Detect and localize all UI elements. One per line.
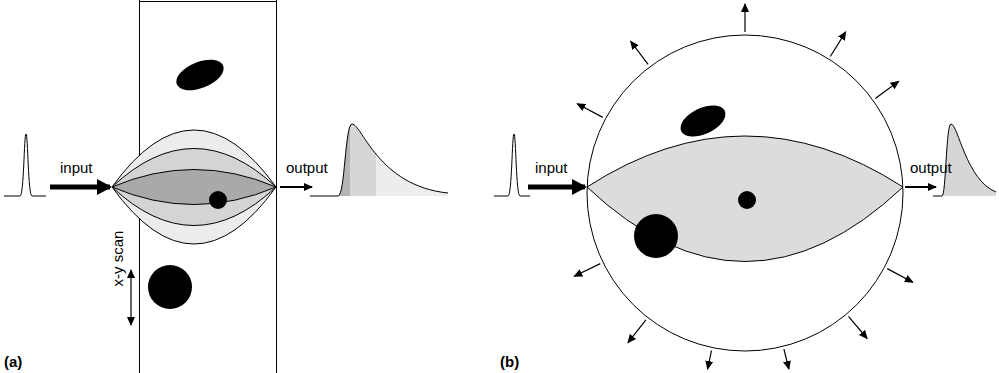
scatter-arrow bbox=[744, 4, 745, 32]
scatter-arrow bbox=[577, 104, 603, 118]
photon-volume bbox=[587, 136, 903, 262]
output-pulse bbox=[310, 124, 448, 196]
absorber bbox=[738, 191, 756, 209]
scatter-arrow bbox=[708, 351, 712, 370]
output-label: output bbox=[286, 160, 328, 175]
scatter-arrow bbox=[784, 349, 789, 369]
scatter-arrow bbox=[875, 81, 898, 98]
absorber bbox=[676, 99, 730, 143]
scatter-arrow bbox=[574, 264, 600, 277]
scan-label: x-y scan bbox=[110, 230, 125, 286]
input-arrow bbox=[528, 185, 585, 190]
scatter-arrow bbox=[830, 32, 845, 57]
absorber bbox=[172, 54, 228, 97]
sample-sphere bbox=[587, 35, 903, 351]
input-label: input bbox=[535, 160, 568, 175]
input-pulse bbox=[4, 134, 46, 196]
input-arrow bbox=[50, 185, 110, 190]
output-arrow bbox=[905, 186, 936, 188]
scatter-arrow bbox=[887, 269, 913, 283]
scatter-arrow bbox=[628, 320, 646, 343]
input-label: input bbox=[60, 160, 93, 175]
output-arrow bbox=[280, 186, 312, 188]
scatter-arrow bbox=[631, 41, 648, 64]
panel-label: (b) bbox=[500, 354, 519, 369]
absorber bbox=[634, 214, 678, 258]
scatter-arrow bbox=[849, 316, 868, 338]
focal-volume bbox=[112, 130, 276, 244]
scatter-arrows bbox=[574, 4, 913, 369]
absorber bbox=[209, 191, 227, 209]
input-pulse bbox=[494, 134, 530, 196]
output-label: output bbox=[910, 160, 952, 175]
scan-arrow bbox=[130, 270, 131, 325]
panel-label: (a) bbox=[4, 354, 22, 369]
absorber bbox=[148, 265, 192, 309]
gated-signal bbox=[310, 120, 456, 200]
